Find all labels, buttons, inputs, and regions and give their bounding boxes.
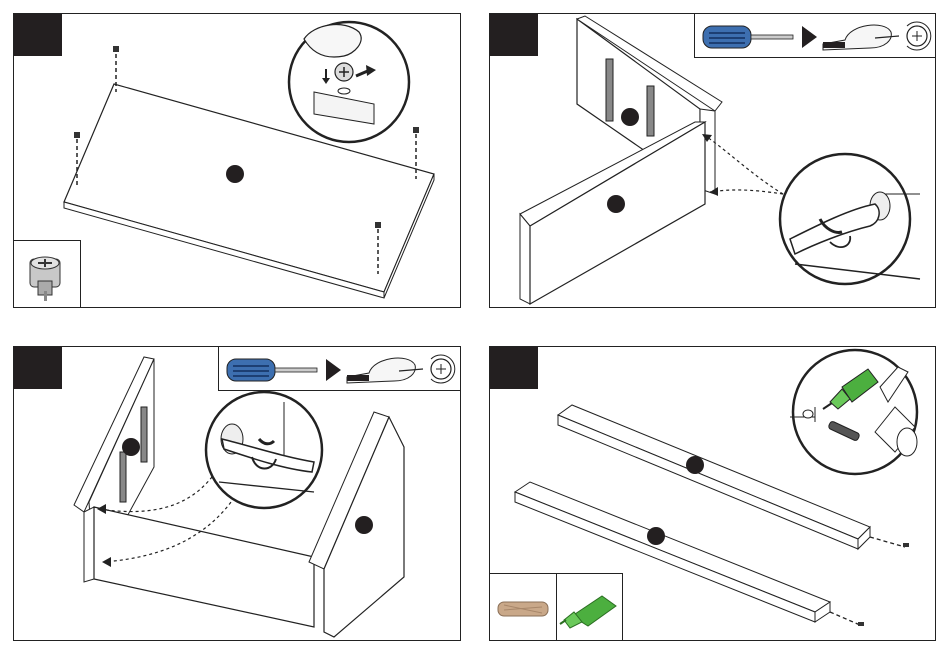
hand-rotate-icon <box>823 22 931 50</box>
cam-lock-detail-icon <box>206 392 322 508</box>
part-marker <box>607 195 625 213</box>
screwdriver-icon <box>703 26 793 48</box>
cam-lock-detail-icon <box>780 154 920 284</box>
glue-tube-icon <box>560 596 616 628</box>
part-marker <box>122 438 140 456</box>
part-marker <box>355 516 373 534</box>
hardware-inset <box>13 240 81 308</box>
part-marker <box>686 456 704 474</box>
part-marker <box>647 527 665 545</box>
dowel-icon <box>498 602 548 616</box>
step-panel-2 <box>489 13 936 308</box>
step-panel-4 <box>489 346 936 641</box>
dowel-glue-detail <box>790 350 917 474</box>
step-panel-1 <box>13 13 461 308</box>
arrow-icon <box>802 26 817 48</box>
part-marker <box>226 165 244 183</box>
arrow-icon <box>326 359 341 381</box>
screw-insert-detail-icon <box>289 22 409 142</box>
hardware-inset <box>489 573 623 641</box>
cam-bolt-icon <box>14 241 82 308</box>
screwdriver-icon <box>227 359 317 381</box>
step-panel-3 <box>13 346 461 641</box>
tool-strip <box>694 13 936 58</box>
hand-rotate-icon <box>347 355 455 383</box>
tool-strip <box>218 346 461 391</box>
part-marker <box>621 108 639 126</box>
